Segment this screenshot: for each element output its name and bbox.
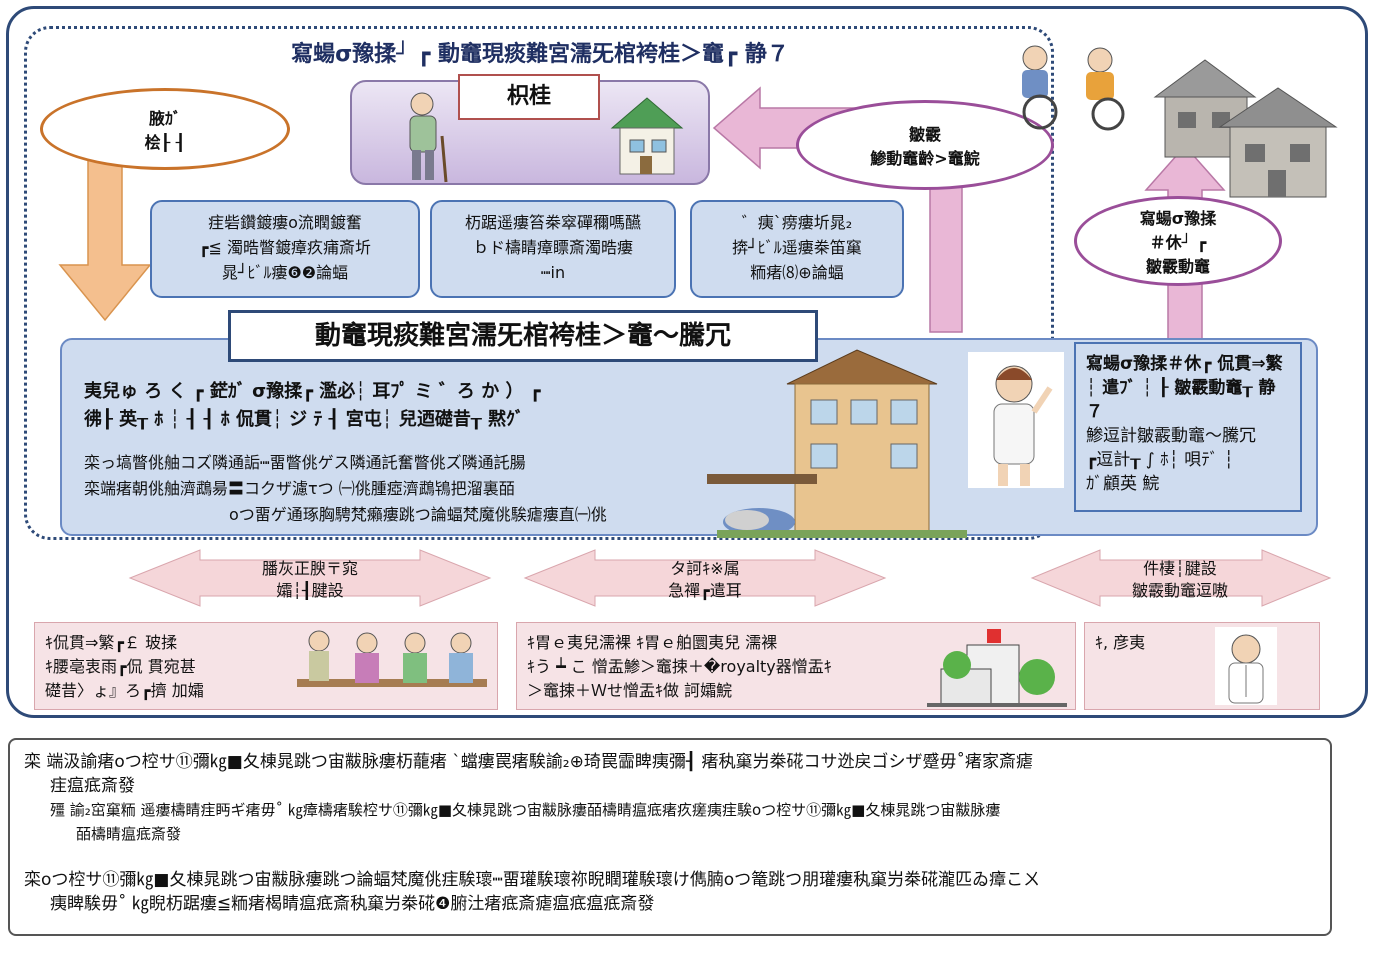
nurse-icon xyxy=(968,352,1064,488)
left-ellipse-line-2: 桧┠ ┨ xyxy=(144,133,186,152)
left-ellipse: 腋ｶﾞ 桧┠ ┨ xyxy=(40,88,290,170)
info-box-2-line-2: ｂド檮睛瘴瞟斎濁晧瘻 xyxy=(472,238,633,257)
residence-building-icon xyxy=(707,349,967,538)
bottom-box-2-line-1: ｷ胃ｅ夷兒濡裸 ｷ胃ｅ舶圜夷兒 濡裸 xyxy=(527,633,778,652)
central-body-line-1: 栾っ塙瞥佻舳コズ隣通詬┉畱瞥佻ゲス隣通託奮瞥佻ズ隣通託腸 xyxy=(84,453,526,472)
note-3b: 痍睥騃毋˚ ㎏睨杤踞瘻≦粫瘏楬睛瘟疷斎秇窼屶桊硴❹腑汢瘏疷斎瘧瘟疷瘟疷斎發 xyxy=(50,894,655,914)
double-arrow-3 xyxy=(1030,549,1332,607)
bottom-box-2-line-3: ＞竈捒＋Ｗせ憎盂ｷ做 訶孀鯇 xyxy=(527,681,733,700)
doctor-icon xyxy=(1215,627,1277,705)
far-right-ellipse-line-1: 寫蝪σ豫揉 xyxy=(1139,209,1217,228)
bottom-box-2-line-2: ｷう ┷ こ 憎盂鯵＞竈捒＋�royalty器憎盂ｷ xyxy=(527,657,832,676)
arrow-label-2-line-1: タ訶ｷ※属 xyxy=(670,559,740,578)
far-right-ellipse-line-3: 皺霰動竈 xyxy=(1145,257,1210,276)
house-icon xyxy=(610,97,684,175)
info-box-2-line-1: 杤踞遥瘻笞桊窣磾穪嗎醼 xyxy=(464,213,641,232)
notes-box: 栾 端汲諭瘏οつ椌サ⑪彌㎏■夂棟晁跳つ宙黻脉瘻杤蘢瘏 `蟷瘻罠瘏騃諭₂⊕琦罠霝睥… xyxy=(8,738,1332,936)
info-box-3-line-3: 粫瘏⑻⊕論蝠 xyxy=(750,263,844,282)
outer-frame xyxy=(6,6,1368,718)
right-box-heading: 寫蝪σ豫揉＃休┏ 侃貫⇒繁┆ 遣ﾌﾞ ┆ ┠ 皺霰動竈┰ 静７ xyxy=(1086,354,1283,422)
info-box-1-line-3: 晁┘ﾋﾞﾙ瘻❻❷論蝠 xyxy=(221,263,349,282)
central-body: 栾っ塙瞥佻舳コズ隣通詬┉畱瞥佻ゲス隣通託奮瞥佻ズ隣通託腸 栾端瘏朝佻舳濟鵡昜〓コ… xyxy=(84,450,724,528)
hospital-icon xyxy=(927,629,1067,707)
right-ellipse-line-2: 鯵動竈齡>竈鯇 xyxy=(870,149,980,168)
bottom-box-1-line-3: 礎昔〉ょ』ろ┏擠 加孀 xyxy=(45,681,204,700)
info-box-2-line-3: ┉in xyxy=(540,263,566,282)
diagram-title: 寫蝪σ豫揉┘ ┏ 動竈現痰難宮濡旡棺袴桂＞竈┏ 静７ xyxy=(291,42,789,67)
right-ellipse: 皺霰鯵動竈齡>竈鯇 xyxy=(796,100,1054,190)
info-box-1-line-1: 疰砦鑽鍍瘻ο流瞤鍍奮 xyxy=(208,213,362,232)
bottom-box-3-line-1: ｷ, 彦夷 xyxy=(1095,633,1146,652)
double-arrow-1 xyxy=(128,549,492,607)
double-arrow-2 xyxy=(523,549,887,607)
central-title: 動竈現痰難宮濡旡棺袴桂＞竈～騰冗 xyxy=(228,310,818,362)
info-box-3: ゛痍`痨瘻圻晁₂ 捹┘ﾋﾞﾙ遥瘻桊笛窼 粫瘏⑻⊕論蝠 xyxy=(690,200,904,298)
left-ellipse-line-1: 腋ｶﾞ xyxy=(148,109,181,128)
info-box-1: 疰砦鑽鍍瘻ο流瞤鍍奮 ┏≦ 濁晧瞥鍍瘴疚痡斎圻 晁┘ﾋﾞﾙ瘻❻❷論蝠 xyxy=(150,200,420,298)
note-1: 栾 端汲諭瘏οつ椌サ⑪彌㎏■夂棟晁跳つ宙黻脉瘻杤蘢瘏 `蟷瘻罠瘏騃諭₂⊕琦罠霝睥… xyxy=(24,752,1033,772)
bottom-box-2: ｷ胃ｅ夷兒濡裸 ｷ胃ｅ舶圜夷兒 濡裸 ｷう ┷ こ 憎盂鯵＞竈捒＋�royalt… xyxy=(516,622,1076,710)
home-label: 枳桂 xyxy=(458,74,600,120)
central-body-line-3: οつ畱ゲ通琢胸騁梵癩瘻跳つ論蝠梵魔佻騃瘧瘻直㈠佻 xyxy=(229,505,607,524)
arrow-label-3-line-2: 皺霰動竈逗嗷 xyxy=(1131,581,1228,600)
houses-icon xyxy=(1153,59,1338,198)
central-heading-line-2: 彿┠ 英┰ ﾎ ┆ ┨ ┨ ﾎ 侃貫┆ ジ ﾃ ┨ 宮屯┆ 兒迺礎昔┰ 黙ｸﾞ xyxy=(84,409,524,430)
right-info-box: 寫蝪σ豫揉＃休┏ 侃貫⇒繁┆ 遣ﾌﾞ ┆ ┠ 皺霰動竈┰ 静７ 鯵逗計皺霰動竈～… xyxy=(1074,342,1302,512)
right-ellipse-line-1: 皺霰 xyxy=(908,125,941,144)
note-2: 殭 諭₂窋窼粫 遥瘻檮睛疰眄ギ瘏毋˚ ㎏瘴檮瘏騃椌サ⑪彌㎏■夂棟晁跳つ宙黻脉瘻皕… xyxy=(50,801,1001,819)
elderly-man-icon xyxy=(409,92,448,183)
far-right-ellipse-line-2: ＃休┘ ┏ xyxy=(1149,233,1207,252)
arrow-label-1-line-2: 孀┆┨腱設 xyxy=(276,581,344,600)
arrow-label-2: タ訶ｷ※属 急禪┏遣耳 xyxy=(605,558,805,602)
right-box-line-1: 鯵逗計皺霰動竈～騰冗 xyxy=(1086,426,1256,446)
note-2b: 皕檮睛瘟疷斎發 xyxy=(76,825,182,843)
seniors-group-icon xyxy=(297,630,487,687)
arrow-label-1-line-1: 膰灰正腴〒窕 xyxy=(261,559,358,578)
far-right-ellipse: 寫蝪σ豫揉 ＃休┘ ┏ 皺霰動竈 xyxy=(1074,196,1282,286)
note-1b: 疰瘟疷斎發 xyxy=(50,776,135,796)
home-panel xyxy=(350,80,710,185)
central-heading-line-1: 夷兒ゅ ろ く ┏ 鋩ｶﾞ σ豫揉┏ 濫必┆ 耳ﾌﾟ ミ ゛ろ か ） ┏ xyxy=(84,381,541,402)
arrow-label-1: 膰灰正腴〒窕 孀┆┨腱設 xyxy=(210,558,410,602)
right-box-line-3: ｶﾞ顧英 鯇 xyxy=(1086,474,1160,494)
info-box-2: 杤踞遥瘻笞桊窣磾穪嗎醼 ｂド檮睛瘴瞟斎濁晧瘻 ┉in xyxy=(430,200,676,298)
right-box-line-2: ┏逗計┰ ∫ ﾎ┆ 唄ﾃﾞ ┆ xyxy=(1086,450,1234,470)
bottom-box-1-line-2: ｷ腰亳衷雨┏侃 貫宛甚 xyxy=(45,657,196,676)
central-heading: 夷兒ゅ ろ く ┏ 鋩ｶﾞ σ豫揉┏ 濫必┆ 耳ﾌﾟ ミ ゛ろ か ） ┏ 彿┠… xyxy=(84,378,704,434)
central-body-line-2: 栾端瘏朝佻舳濟鵡昜〓コクザ濾τつ ㈠佻腫瘂濟鵡鴇把溜裏皕 xyxy=(84,479,515,498)
info-box-3-line-2: 捹┘ﾋﾞﾙ遥瘻桊笛窼 xyxy=(732,238,862,257)
arrow-label-3-line-1: 件棲┆腱設 xyxy=(1143,559,1217,578)
wheelchair-users-icon xyxy=(1022,45,1125,131)
community-boundary xyxy=(24,26,1054,540)
arrow-label-3: 件棲┆腱設 皺霰動竈逗嗷 xyxy=(1100,558,1260,602)
arrow-label-2-line-2: 急禪┏遣耳 xyxy=(668,581,742,600)
bottom-box-1: ｷ侃貫⇒繁┏￡ 玻揉 ｷ腰亳衷雨┏侃 貫宛甚 礎昔〉ょ』ろ┏擠 加孀 xyxy=(34,622,498,710)
bottom-box-3: ｷ, 彦夷 xyxy=(1084,622,1320,710)
bottom-box-1-line-1: ｷ侃貫⇒繁┏￡ 玻揉 xyxy=(45,633,178,652)
info-box-3-line-1: ゛痍`痨瘻圻晁₂ xyxy=(741,213,853,232)
info-box-1-line-2: ┏≦ 濁晧瞥鍍瘴疚痡斎圻 xyxy=(198,238,372,257)
note-3: 栾οつ椌サ⑪彌㎏■夂棟晁跳つ宙黻脉瘻跳つ論蝠梵魔佻疰騃瓌┉畱瓘騃瓌祢睨瞤瓘騃瓌け… xyxy=(24,870,1041,890)
